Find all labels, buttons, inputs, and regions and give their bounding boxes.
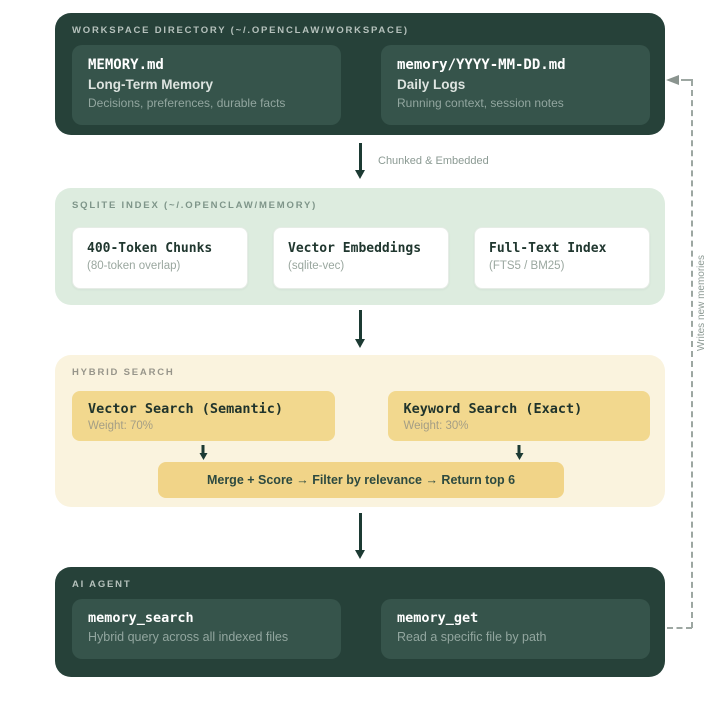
card-title: memory/YYYY-MM-DD.md bbox=[397, 57, 566, 73]
card-title: MEMORY.md bbox=[88, 57, 164, 73]
workspace-directory-header: WORKSPACE DIRECTORY (~/.OPENCLAW/WORKSPA… bbox=[72, 25, 409, 36]
card-title: Vector Embeddings bbox=[288, 241, 422, 256]
feedback-dashed-line bbox=[667, 627, 692, 629]
down-arrow-icon bbox=[201, 445, 205, 453]
down-arrow-icon bbox=[358, 513, 362, 550]
card-title: Keyword Search (Exact) bbox=[403, 401, 583, 417]
writes-new-memories-label: Writes new memories bbox=[696, 255, 707, 351]
card-subtitle: Weight: 30% bbox=[403, 420, 469, 432]
memory-get-card: memory_get Read a specific file by path bbox=[381, 599, 650, 659]
vector-embeddings-card: Vector Embeddings (sqlite-vec) bbox=[273, 227, 449, 289]
left-arrowhead-icon bbox=[666, 75, 679, 85]
sqlite-index-header: SQLITE INDEX (~/.OPENCLAW/MEMORY) bbox=[72, 200, 318, 211]
card-description: Running context, session notes bbox=[397, 96, 564, 110]
memory-search-card: memory_search Hybrid query across all in… bbox=[72, 599, 341, 659]
agent-cards-row: memory_search Hybrid query across all in… bbox=[72, 599, 650, 659]
workspace-cards-row: MEMORY.md Long-Term Memory Decisions, pr… bbox=[72, 45, 650, 125]
hybrid-search-header: HYBRID SEARCH bbox=[72, 367, 175, 378]
card-subtitle: Daily Logs bbox=[397, 77, 466, 92]
daily-logs-card: memory/YYYY-MM-DD.md Daily Logs Running … bbox=[381, 45, 650, 125]
card-description: Read a specific file by path bbox=[397, 630, 547, 644]
flow-gap-2 bbox=[55, 305, 665, 355]
chunked-embedded-label: Chunked & Embedded bbox=[378, 155, 489, 167]
card-title: memory_search bbox=[88, 610, 194, 626]
card-description: Decisions, preferences, durable facts bbox=[88, 96, 286, 110]
hybrid-cards-row: Vector Search (Semantic) Weight: 70% Key… bbox=[72, 391, 650, 441]
merge-score-label: Merge + Score → Filter by relevance → Re… bbox=[206, 473, 516, 487]
card-subtitle: Weight: 70% bbox=[88, 420, 153, 432]
diagram-canvas: WORKSPACE DIRECTORY (~/.OPENCLAW/WORKSPA… bbox=[55, 0, 665, 677]
workspace-directory-panel: WORKSPACE DIRECTORY (~/.OPENCLAW/WORKSPA… bbox=[55, 13, 665, 135]
down-arrow-icon bbox=[517, 445, 521, 453]
card-subtitle: (FTS5 / BM25) bbox=[489, 260, 565, 272]
card-subtitle: Long-Term Memory bbox=[88, 77, 214, 92]
sqlite-cards-row: 400-Token Chunks (80-token overlap) Vect… bbox=[72, 227, 650, 289]
sqlite-index-panel: SQLITE INDEX (~/.OPENCLAW/MEMORY) 400-To… bbox=[55, 188, 665, 305]
down-arrow-icon bbox=[358, 310, 362, 339]
card-subtitle: (80-token overlap) bbox=[87, 260, 181, 272]
card-title: Full-Text Index bbox=[489, 241, 607, 256]
vector-search-card: Vector Search (Semantic) Weight: 70% bbox=[72, 391, 335, 441]
card-subtitle: (sqlite-vec) bbox=[288, 260, 345, 272]
card-title: memory_get bbox=[397, 610, 479, 626]
card-description: Hybrid query across all indexed files bbox=[88, 630, 289, 644]
flow-gap-3 bbox=[55, 507, 665, 567]
merge-score-bar: Merge + Score → Filter by relevance → Re… bbox=[158, 462, 564, 498]
token-chunks-card: 400-Token Chunks (80-token overlap) bbox=[72, 227, 248, 289]
card-title: Vector Search (Semantic) bbox=[88, 401, 284, 417]
memory-md-card: MEMORY.md Long-Term Memory Decisions, pr… bbox=[72, 45, 341, 125]
hybrid-search-panel: HYBRID SEARCH Vector Search (Semantic) W… bbox=[55, 355, 665, 507]
feedback-dashed-line bbox=[681, 79, 693, 81]
full-text-index-card: Full-Text Index (FTS5 / BM25) bbox=[474, 227, 650, 289]
hybrid-arrows-row bbox=[72, 441, 650, 462]
ai-agent-header: AI AGENT bbox=[72, 579, 132, 590]
ai-agent-panel: AI AGENT memory_search Hybrid query acro… bbox=[55, 567, 665, 677]
feedback-dashed-line bbox=[691, 80, 693, 628]
keyword-search-card: Keyword Search (Exact) Weight: 30% bbox=[387, 391, 650, 441]
down-arrow-icon bbox=[358, 143, 362, 170]
flow-gap-1: Chunked & Embedded bbox=[55, 135, 665, 188]
card-title: 400-Token Chunks bbox=[87, 241, 213, 256]
